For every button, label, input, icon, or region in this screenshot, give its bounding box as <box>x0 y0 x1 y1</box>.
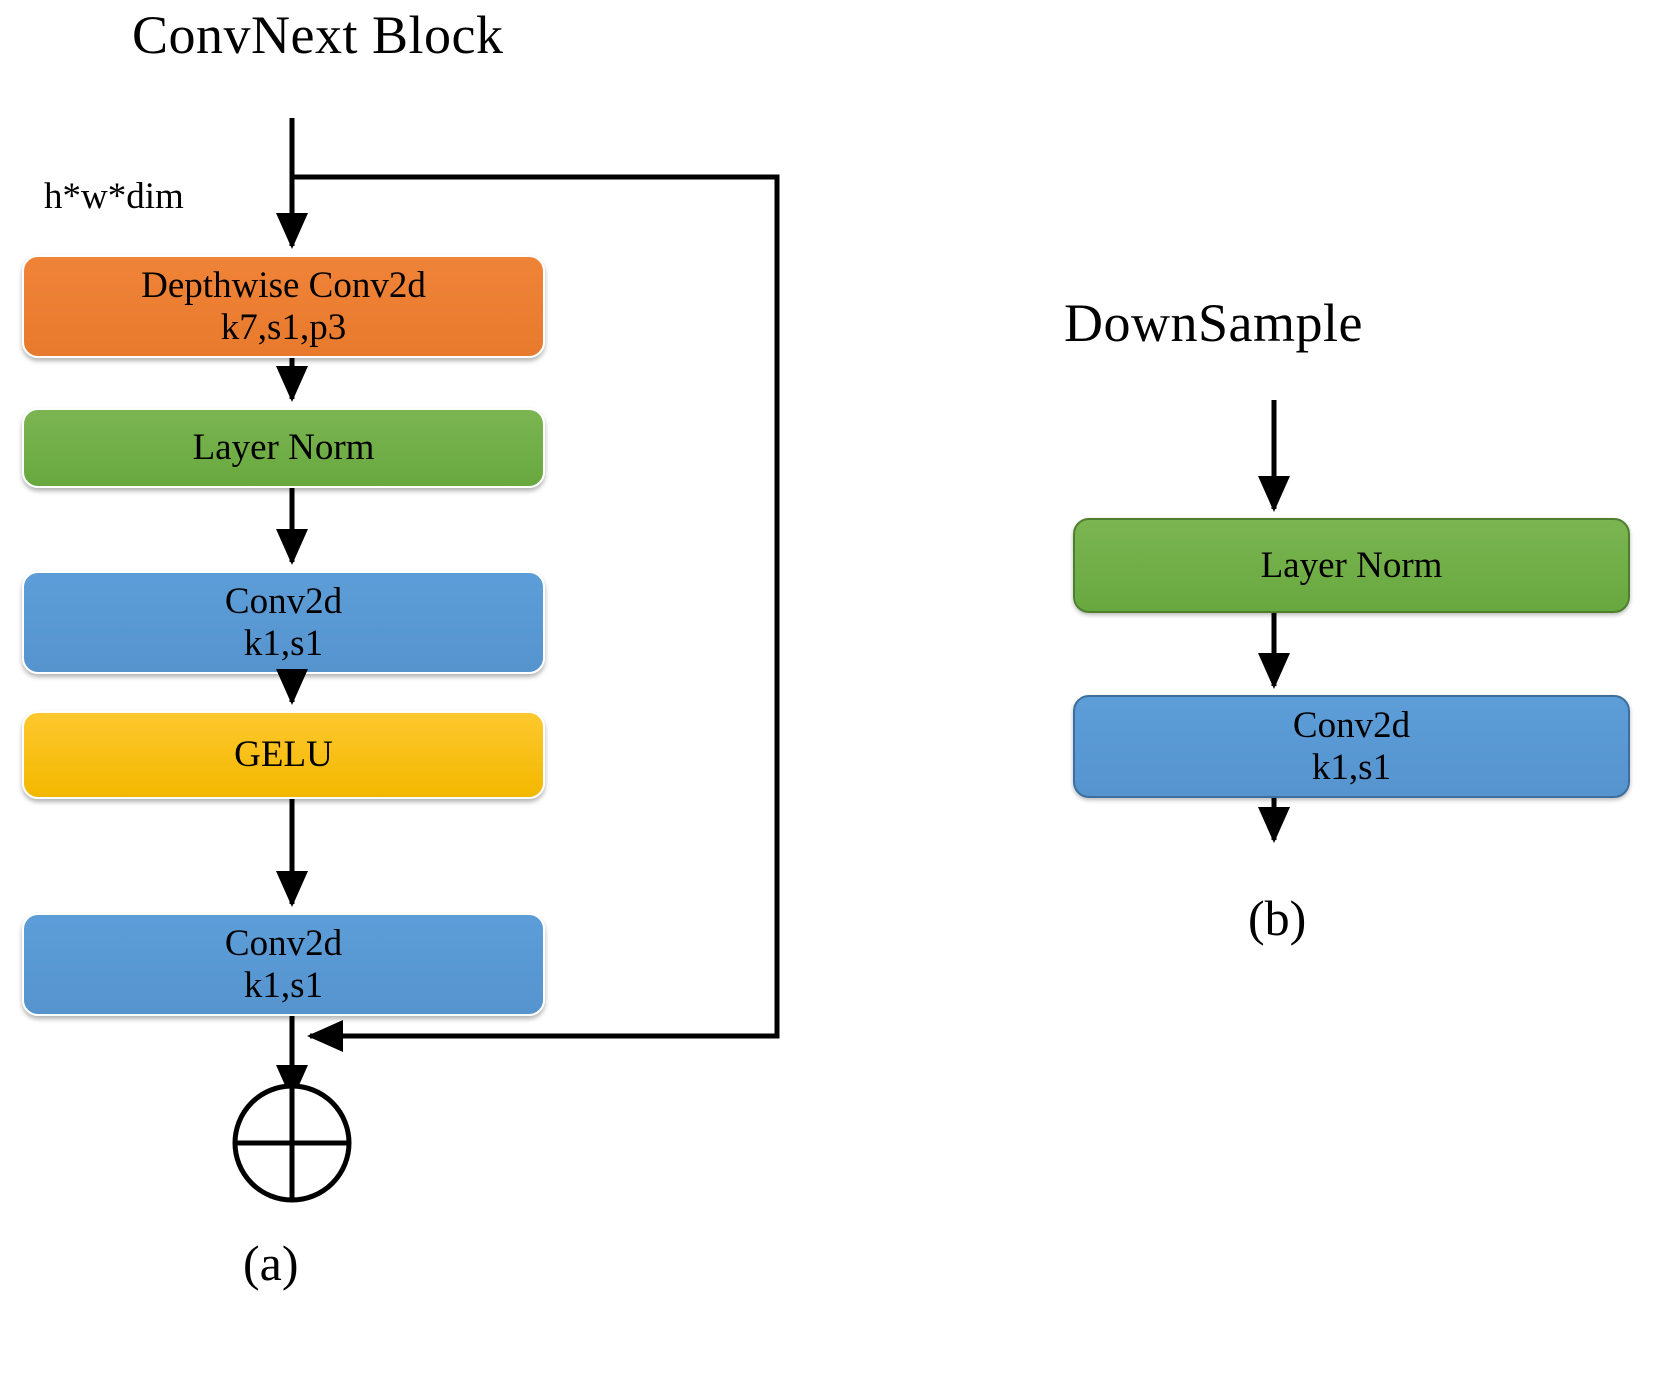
block-depthwise-conv2d: Depthwise Conv2d k7,s1,p3 <box>22 255 545 358</box>
block-label-line1: GELU <box>234 734 333 776</box>
block-label-line1: Layer Norm <box>1260 544 1443 586</box>
panel-a-caption: (a) <box>243 1235 299 1291</box>
circled-plus-icon <box>232 1083 352 1203</box>
block-label-line1: Layer Norm <box>192 427 375 469</box>
block-label-line1: Depthwise Conv2d <box>141 265 426 307</box>
panel-b-caption: (b) <box>1248 890 1307 946</box>
block-gelu: GELU <box>22 711 545 799</box>
block-label-line1: Conv2d <box>224 923 343 965</box>
block-conv2d-b: Conv2d k1,s1 <box>1073 695 1630 798</box>
block-label-line2: k1,s1 <box>1311 746 1392 788</box>
block-label-line1: Conv2d <box>1292 705 1411 747</box>
block-label-line2: k7,s1,p3 <box>220 306 347 348</box>
input-dimension-label: h*w*dim <box>44 176 184 217</box>
block-conv2d-a-2: Conv2d k1,s1 <box>22 913 545 1016</box>
convnext-block-title: ConvNext Block <box>132 5 504 65</box>
block-label-line1: Conv2d <box>224 581 343 623</box>
block-label-line2: k1,s1 <box>243 964 324 1006</box>
block-layer-norm-b: Layer Norm <box>1073 518 1630 613</box>
block-layer-norm-a: Layer Norm <box>22 408 545 488</box>
block-conv2d-a-1: Conv2d k1,s1 <box>22 571 545 674</box>
block-label-line2: k1,s1 <box>243 622 324 664</box>
downsample-title: DownSample <box>1064 293 1363 353</box>
